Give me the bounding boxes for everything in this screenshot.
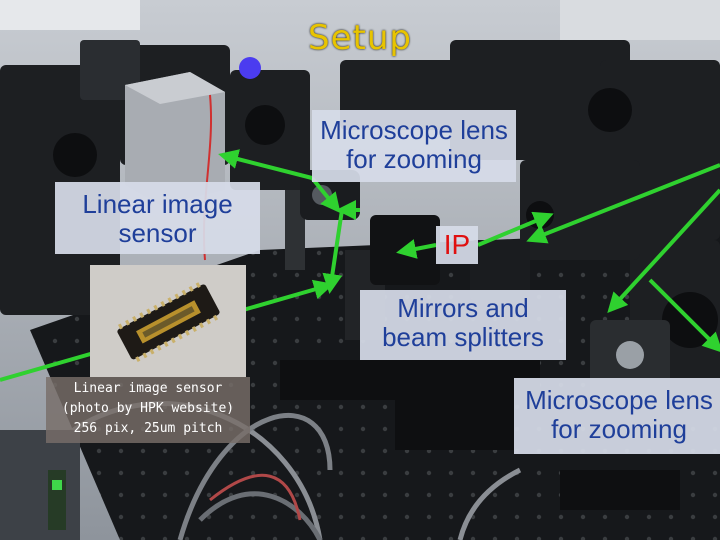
blue-light xyxy=(239,57,261,79)
label-line: Microscope lens xyxy=(320,115,508,145)
label-line: Microscope lens xyxy=(525,385,713,415)
label-ip: IP xyxy=(436,226,478,264)
controller-box xyxy=(0,430,80,540)
label-line: for zooming xyxy=(346,144,482,175)
label-line: beam splitters xyxy=(382,322,544,353)
caption-line: Linear image sensor xyxy=(73,381,223,396)
caption-line: (photo by HPK website) xyxy=(61,401,235,416)
label-linear-image-sensor: Linear image sensor xyxy=(55,182,260,254)
label-line: Mirrors and xyxy=(397,293,529,323)
label-line: Linear image xyxy=(82,189,233,219)
label-mirrors-beam-splitters: Mirrors and beam splitters xyxy=(360,290,566,360)
sensor-chip-photo xyxy=(90,265,246,377)
sensor-housing xyxy=(125,72,225,205)
label-line: sensor xyxy=(118,218,197,249)
caption-line: 256 pix, 25um pitch xyxy=(73,421,223,436)
label-microscope-lens-top: Microscope lens for zooming xyxy=(312,110,516,182)
label-microscope-lens-bottom: Microscope lens for zooming xyxy=(514,378,720,454)
sensor-photo-caption: Linear image sensor (photo by HPK websit… xyxy=(46,377,250,443)
label-line: for zooming xyxy=(551,414,687,445)
slide-title: Setup xyxy=(308,18,412,58)
